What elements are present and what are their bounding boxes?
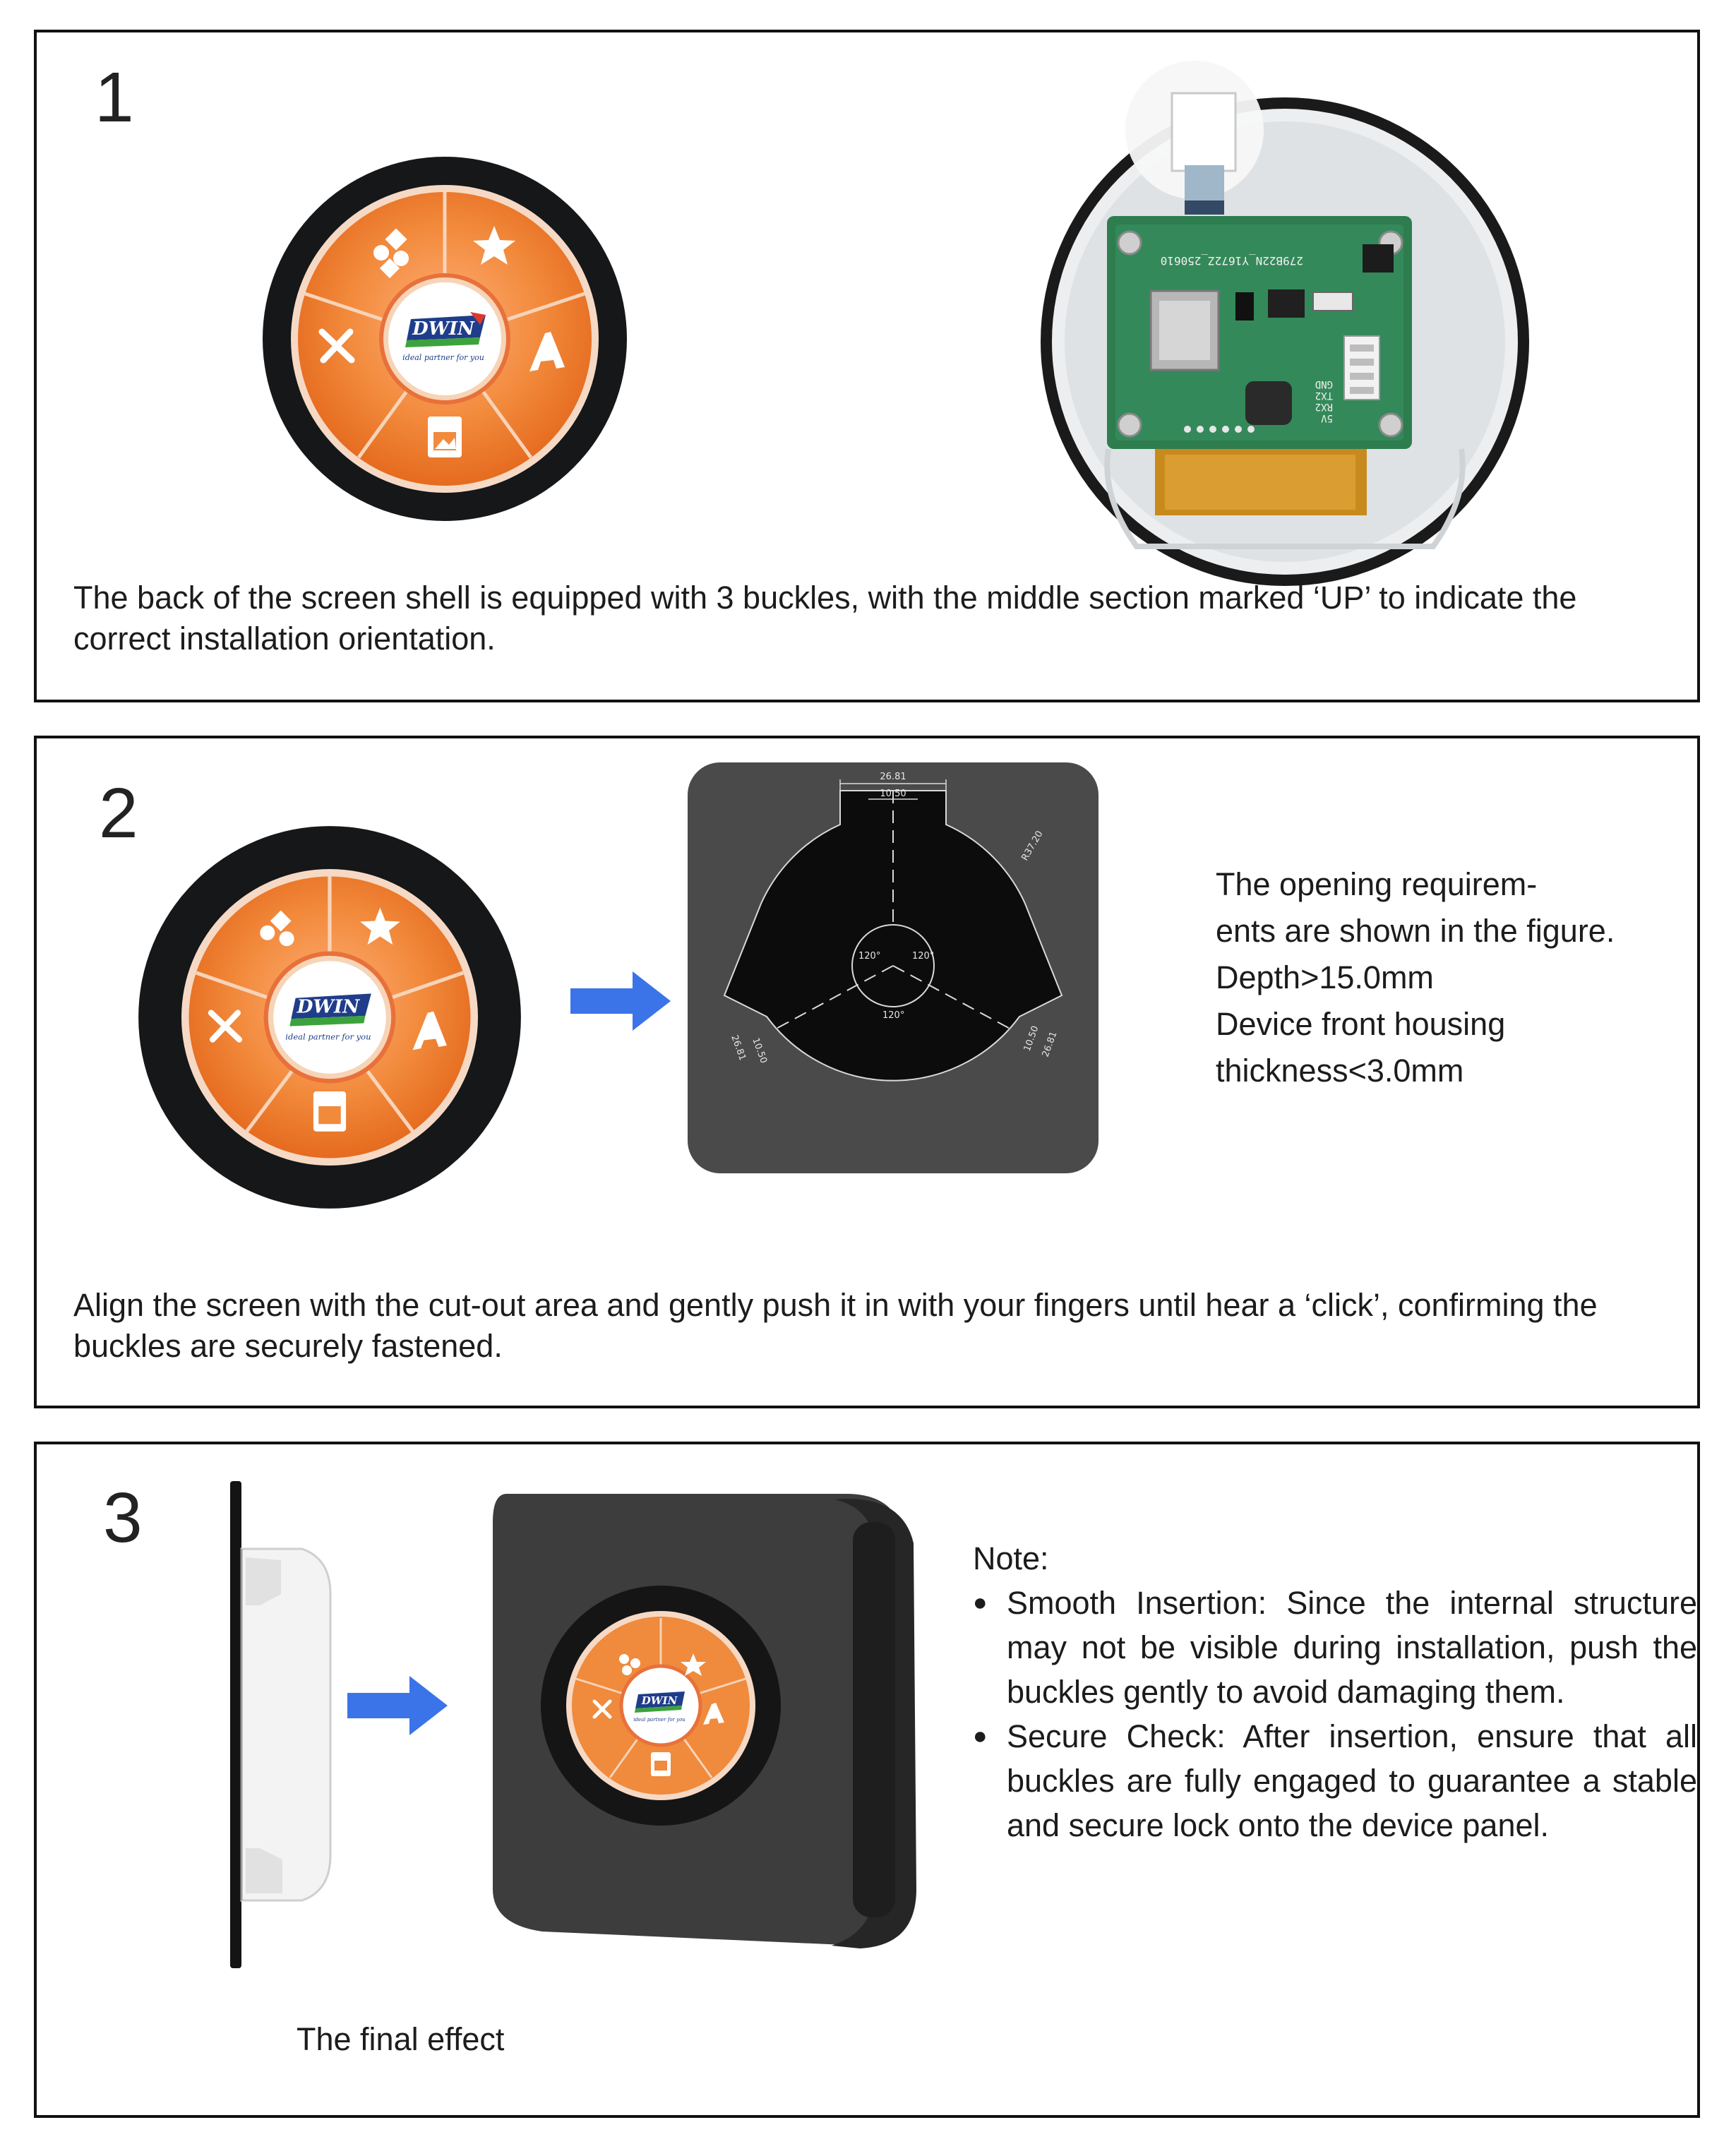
image-file-icon (651, 1752, 671, 1776)
pcb-pin-rx2: RX2 (1315, 401, 1333, 412)
note-secure-check: Secure Check: After insertion, ensure th… (973, 1714, 1697, 1847)
angle-label-right: 120° (912, 951, 934, 962)
round-screen-front: DWIN ideal partner for you (138, 826, 521, 1209)
apps-icon (619, 1654, 640, 1675)
image-file-icon (428, 417, 462, 457)
screen-back-pcb-photo: 279B22N_Y1672Z_250610 5V RX2 TX2 GND (1041, 61, 1529, 586)
pcb-pin-5v: 5V (1321, 412, 1333, 424)
note-title: Note: (973, 1540, 1049, 1576)
dwin-slogan: ideal partner for you (402, 353, 484, 362)
tools-icon (208, 1010, 243, 1043)
step-3-panel: 3 DWIN ideal partner for you (34, 1442, 1700, 2118)
requirement-line: thickness<3.0mm (1216, 1053, 1464, 1089)
dwin-slogan: ideal partner for you (633, 1717, 686, 1723)
final-effect-caption: The final effect (297, 2021, 505, 2057)
step-number: 3 (103, 1478, 143, 1557)
screen-side-view (230, 1481, 332, 1968)
pcb-code: 279B22N_Y1672Z_250610 (1161, 254, 1303, 268)
text-a-icon (703, 1703, 724, 1725)
requirement-line: ents are shown in the figure. (1216, 913, 1615, 949)
round-screen-front: DWIN ideal partner for you (263, 157, 627, 521)
pcb-pin-tx2: TX2 (1315, 390, 1333, 401)
dwin-logo: DWIN (412, 318, 475, 340)
angle-label-left: 120° (858, 951, 880, 962)
opening-requirements: The opening requirem- ents are shown in … (1216, 861, 1696, 1094)
step-1-panel: 1 DWIN ideal partner for you (34, 30, 1700, 702)
text-a-icon (412, 1011, 447, 1050)
star-icon (681, 1653, 706, 1676)
image-file-icon (313, 1091, 347, 1132)
note-list: Smooth Insertion: Since the internal str… (973, 1581, 1697, 1847)
requirement-line: Device front housing (1216, 1006, 1506, 1042)
requirement-line: The opening requirem- (1216, 866, 1538, 902)
dim-top-outer: 26.81 (880, 772, 906, 782)
star-icon (473, 226, 515, 265)
pcb-pin-gnd: GND (1315, 378, 1333, 390)
apps-icon (260, 910, 294, 947)
step-1-description: The back of the screen shell is equipped… (73, 580, 1577, 657)
angle-label-bottom: 120° (882, 1010, 904, 1021)
tools-icon (318, 328, 355, 364)
step-2-panel: 2 DWIN ideal partner for you (34, 736, 1700, 1408)
requirement-line: Depth>15.0mm (1216, 959, 1434, 995)
dwin-slogan: ideal partner for you (285, 1032, 371, 1042)
arrow-right-icon (347, 1676, 448, 1735)
cutout-dimension-drawing: 26.81 10.50 R37.20 120° 120° 120° 26.81 … (688, 762, 1099, 1173)
tools-icon (592, 1699, 612, 1719)
star-icon (360, 907, 400, 945)
installation-notes: Note: Smooth Insertion: Since the intern… (973, 1536, 1697, 1847)
dwin-logo: DWIN (297, 996, 360, 1018)
dim-top-inner: 10.50 (880, 789, 906, 799)
device-panel-with-screen: DWIN ideal partner for you (493, 1494, 916, 1948)
step-2-description: Align the screen with the cut-out area a… (73, 1287, 1598, 1364)
step-number: 2 (99, 774, 138, 853)
dwin-logo: DWIN (641, 1694, 678, 1707)
text-a-icon (529, 332, 565, 371)
note-smooth-insertion: Smooth Insertion: Since the internal str… (973, 1581, 1697, 1714)
arrow-right-icon (570, 971, 671, 1031)
step-number: 1 (95, 58, 134, 137)
